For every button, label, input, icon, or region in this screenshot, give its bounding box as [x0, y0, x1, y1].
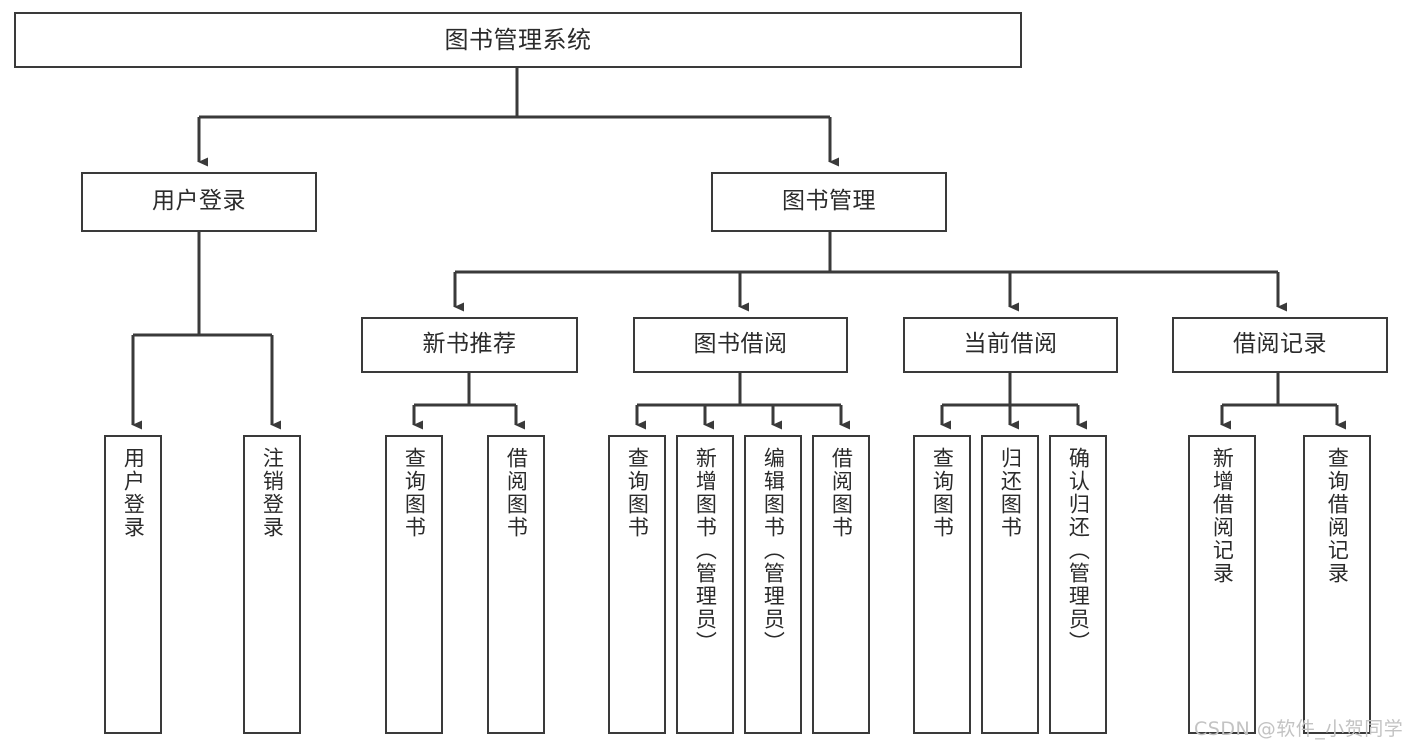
node-label: 新增图书（管理员）: [693, 447, 718, 654]
node-borrow-records[interactable]: 借阅记录: [1172, 317, 1388, 373]
node-label: 确认归还（管理员）: [1066, 447, 1091, 654]
node-book-management[interactable]: 图书管理: [711, 172, 947, 232]
node-label: 图书借阅: [693, 331, 788, 358]
node-label: 用户登录: [121, 447, 146, 539]
leaf-query-books-borrow[interactable]: 查询图书: [608, 435, 666, 734]
node-label: 新增借阅记录: [1210, 447, 1235, 585]
node-label: 注销登录: [260, 447, 285, 539]
leaf-borrow-books[interactable]: 借阅图书: [812, 435, 870, 734]
node-label: 图书管理系统: [444, 25, 592, 54]
node-current-borrow[interactable]: 当前借阅: [903, 317, 1118, 373]
leaf-query-books-current[interactable]: 查询图书: [913, 435, 971, 734]
leaf-edit-book-admin[interactable]: 编辑图书（管理员）: [744, 435, 802, 734]
node-label: 查询借阅记录: [1325, 447, 1350, 585]
csdn-watermark: CSDN @软件_小贺同学: [1194, 718, 1404, 740]
node-label: 查询图书: [930, 447, 955, 539]
node-label: 归还图书: [998, 447, 1023, 539]
node-label: 查询图书: [402, 447, 427, 539]
leaf-borrow-books-new[interactable]: 借阅图书: [487, 435, 545, 734]
leaf-confirm-return-admin[interactable]: 确认归还（管理员）: [1049, 435, 1107, 734]
node-new-book-recommend[interactable]: 新书推荐: [361, 317, 578, 373]
node-label: 借阅图书: [829, 447, 854, 539]
node-label: 查询图书: [625, 447, 650, 539]
node-root-system[interactable]: 图书管理系统: [14, 12, 1022, 68]
node-label: 借阅记录: [1233, 331, 1327, 358]
node-label: 用户登录: [152, 188, 246, 215]
node-label: 借阅图书: [504, 447, 529, 539]
node-label: 图书管理: [782, 188, 876, 215]
leaf-return-books[interactable]: 归还图书: [981, 435, 1039, 734]
node-label: 新书推荐: [422, 331, 517, 358]
node-label: 当前借阅: [963, 331, 1058, 358]
leaf-query-borrow-record[interactable]: 查询借阅记录: [1303, 435, 1371, 734]
node-label: 编辑图书（管理员）: [761, 447, 786, 654]
node-book-borrow[interactable]: 图书借阅: [633, 317, 848, 373]
leaf-add-borrow-record[interactable]: 新增借阅记录: [1188, 435, 1256, 734]
leaf-query-books-new[interactable]: 查询图书: [385, 435, 443, 734]
leaf-add-book-admin[interactable]: 新增图书（管理员）: [676, 435, 734, 734]
node-user-login[interactable]: 用户登录: [81, 172, 317, 232]
leaf-logout[interactable]: 注销登录: [243, 435, 301, 734]
leaf-user-login[interactable]: 用户登录: [104, 435, 162, 734]
